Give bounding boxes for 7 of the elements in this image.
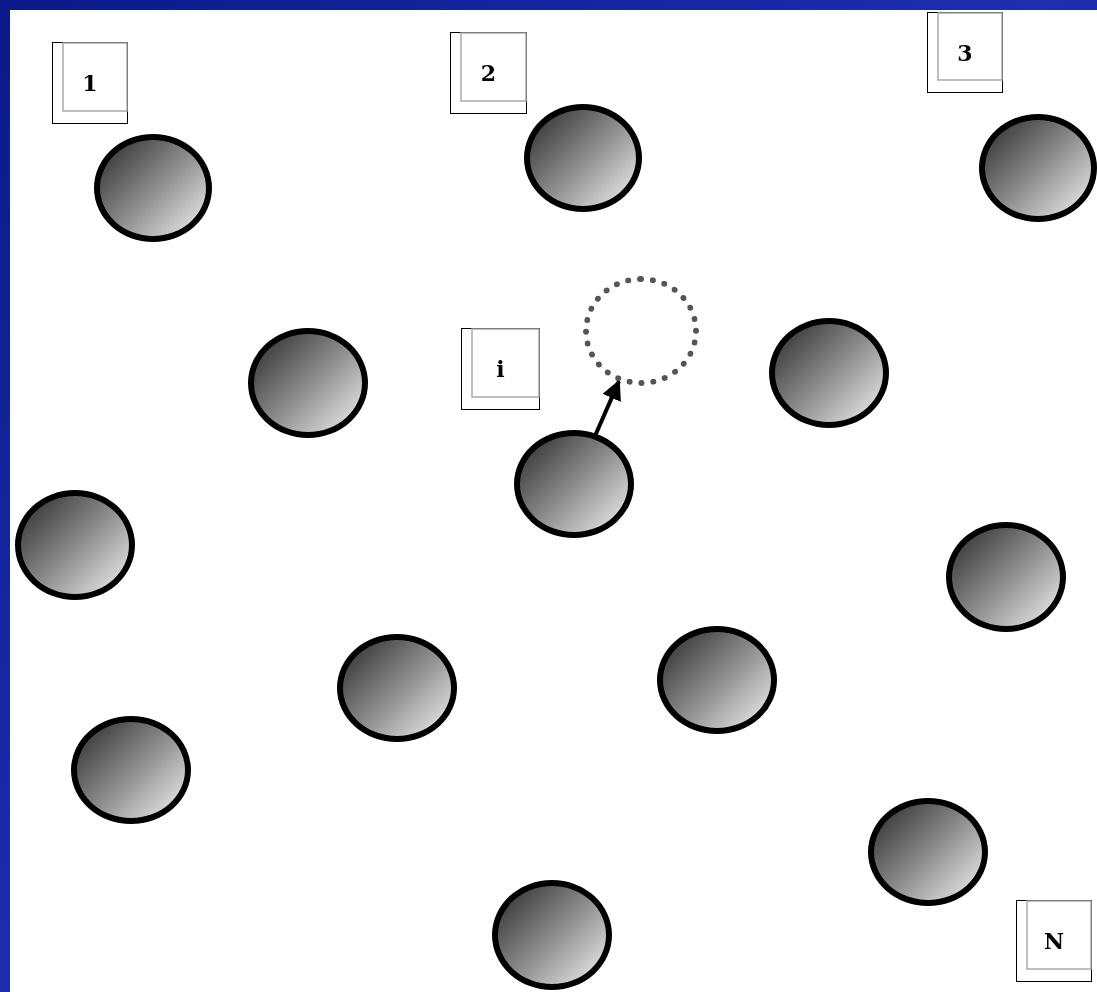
label-box: 2 [450,32,527,114]
label-box: 1 [52,42,128,124]
trial-position-circle [583,276,699,386]
label-box: i [461,328,540,410]
arrow [593,379,621,436]
label-box: 3 [927,12,1003,93]
label-box: N [1016,900,1092,982]
